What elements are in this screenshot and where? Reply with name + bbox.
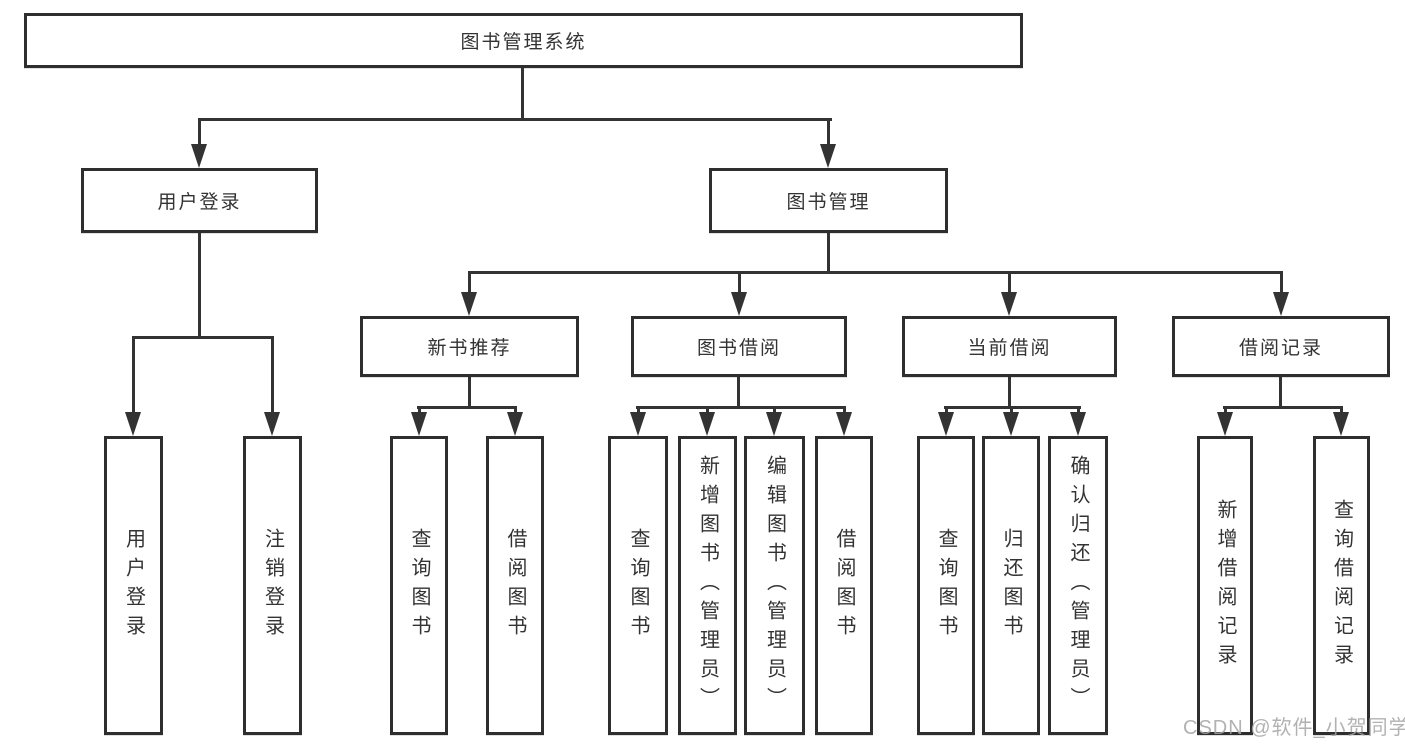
connector-arrow xyxy=(191,121,207,168)
connector-arrow xyxy=(766,409,782,436)
connector-line xyxy=(468,271,1283,274)
node-leaf-logout: 注销登录 xyxy=(243,436,302,735)
node-leaf-edit-books-admin: 编辑图书（管理员） xyxy=(744,436,805,735)
connector-line xyxy=(636,406,846,409)
connector-line xyxy=(468,377,471,409)
node-book-borrowing: 图书借阅 xyxy=(631,316,847,377)
connector-line xyxy=(944,406,1081,409)
node-leaf-query-books-current: 查询图书 xyxy=(917,436,975,735)
connector-arrow xyxy=(411,409,427,436)
connector-line xyxy=(417,406,517,409)
connector-arrow xyxy=(125,339,141,436)
connector-arrow xyxy=(1070,409,1086,436)
connector-arrow xyxy=(507,409,523,436)
node-book-management: 图书管理 xyxy=(709,168,948,233)
node-leaf-add-books-admin: 新增图书（管理员） xyxy=(678,436,737,735)
node-leaf-borrow-books-borrowing: 借阅图书 xyxy=(815,436,873,735)
connector-line xyxy=(198,118,832,121)
connector-arrow xyxy=(1003,409,1019,436)
node-user-login: 用户登录 xyxy=(81,168,318,233)
connector-line xyxy=(737,377,740,409)
connector-arrow xyxy=(461,274,477,316)
connector-line xyxy=(1223,406,1343,409)
node-leaf-query-borrow-record: 查询借阅记录 xyxy=(1313,436,1370,735)
node-current-borrowing: 当前借阅 xyxy=(902,316,1117,377)
node-leaf-query-books-recommend: 查询图书 xyxy=(390,436,448,735)
connector-arrow xyxy=(1273,274,1289,316)
csdn-watermark: CSDN @软件_小贺同学 xyxy=(1183,717,1405,739)
node-leaf-query-books-borrowing: 查询图书 xyxy=(608,436,668,735)
connector-arrow xyxy=(1217,409,1233,436)
connector-arrow xyxy=(630,409,646,436)
node-leaf-user-login: 用户登录 xyxy=(104,436,163,735)
node-root-library-management-system: 图书管理系统 xyxy=(24,13,1023,68)
connector-line xyxy=(1279,377,1282,409)
connector-arrow xyxy=(731,274,747,316)
connector-arrow xyxy=(699,409,715,436)
connector-arrow xyxy=(938,409,954,436)
connector-line xyxy=(1008,377,1011,409)
connector-arrow xyxy=(1001,274,1017,316)
connector-line xyxy=(198,233,201,339)
connector-arrow xyxy=(820,121,836,168)
node-new-book-recommendation: 新书推荐 xyxy=(360,316,579,377)
connector-arrow xyxy=(836,409,852,436)
node-leaf-return-books: 归还图书 xyxy=(982,436,1040,735)
node-leaf-borrow-books-recommend: 借阅图书 xyxy=(486,436,544,735)
node-borrowing-records: 借阅记录 xyxy=(1172,316,1390,377)
node-leaf-confirm-return-admin: 确认归还（管理员） xyxy=(1048,436,1108,735)
connector-arrow xyxy=(1333,409,1349,436)
node-leaf-add-borrow-record: 新增借阅记录 xyxy=(1197,436,1253,735)
connector-line xyxy=(132,336,274,339)
connector-line xyxy=(521,68,524,120)
connector-arrow xyxy=(264,339,280,436)
connector-line xyxy=(827,233,830,274)
